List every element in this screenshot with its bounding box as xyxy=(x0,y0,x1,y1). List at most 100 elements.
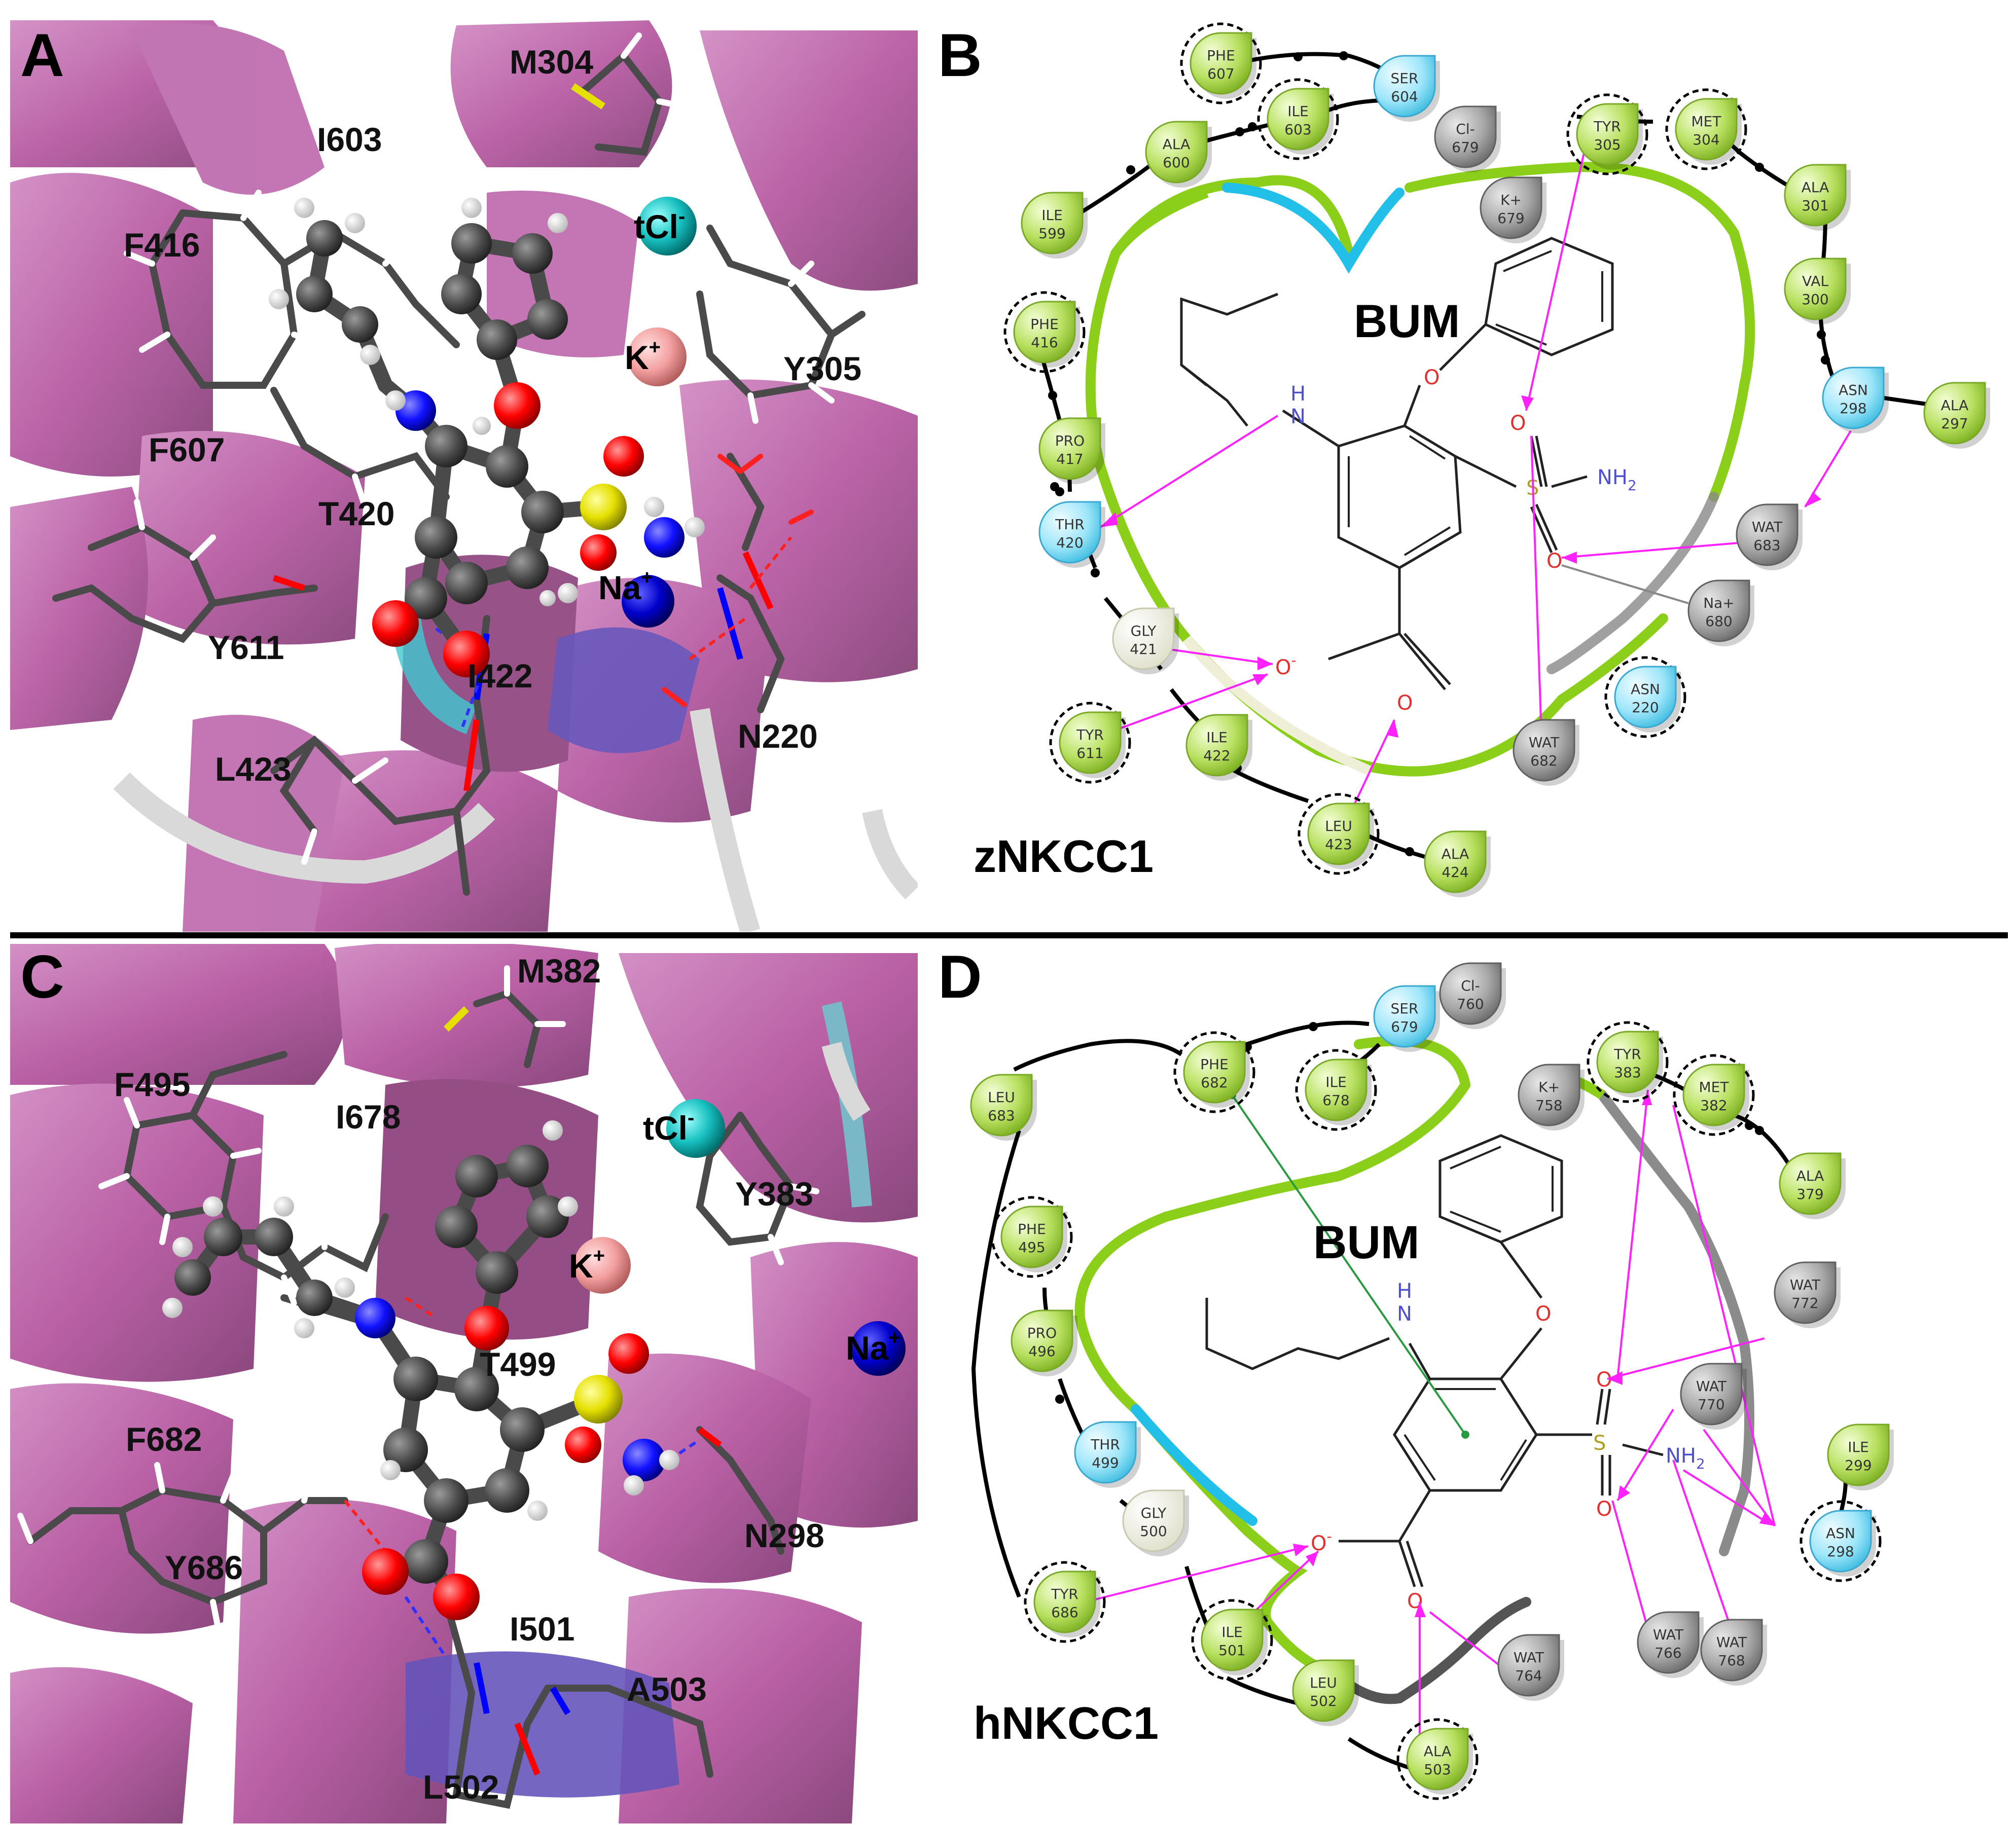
residue-node-k758: K+758 xyxy=(1518,1064,1585,1130)
label-t420: T420 xyxy=(318,495,394,532)
residue-code: TYR xyxy=(1593,118,1621,135)
label-l502: L502 xyxy=(423,1768,499,1806)
residue-node-cl760: Cl-760 xyxy=(1439,962,1506,1029)
residue-code: WAT xyxy=(1529,734,1560,751)
residue-number: 680 xyxy=(1705,613,1732,630)
atom-o-minus: O- xyxy=(1275,652,1297,679)
residue-number: 501 xyxy=(1218,1642,1245,1659)
coil-loop xyxy=(690,708,761,932)
residue-number: 298 xyxy=(1840,400,1866,417)
residue-number: 772 xyxy=(1791,1295,1818,1311)
label-n220: N220 xyxy=(738,717,818,755)
panel-c-letter: C xyxy=(20,943,64,1011)
residue-number: 220 xyxy=(1632,699,1659,716)
sidechain-sticks xyxy=(52,50,866,896)
residue-number: 417 xyxy=(1056,451,1083,467)
label-a503: A503 xyxy=(627,1670,707,1708)
label-i422: I422 xyxy=(467,657,532,695)
label-y611: Y611 xyxy=(208,629,284,666)
residue-code: LEU xyxy=(1310,1674,1337,1691)
ligand-2d-inner-bonds xyxy=(1403,1146,1554,1481)
pocket-outline-seg xyxy=(1111,188,1209,257)
residue-number: 683 xyxy=(1753,537,1780,554)
atom-n: N xyxy=(1397,1302,1412,1326)
residue-number: 679 xyxy=(1497,210,1524,227)
panel-d-diagram: D xyxy=(938,943,1848,1771)
pocket-outline-gray xyxy=(1597,1090,1754,1556)
residue-number: 297 xyxy=(1941,415,1968,432)
sodium-label: Na+ xyxy=(598,566,653,606)
protein-name: hNKCC1 xyxy=(974,1698,1159,1749)
residue-code: VAL xyxy=(1802,273,1829,289)
residue-number: 383 xyxy=(1614,1064,1641,1081)
pocket-outline-gray xyxy=(1328,1597,1531,1704)
residue-code: ALA xyxy=(1424,1743,1452,1760)
residue-code: Na+ xyxy=(1703,595,1735,611)
residue-code: ILE xyxy=(1221,1624,1243,1640)
residue-number: 686 xyxy=(1051,1604,1078,1621)
residue-code: Cl- xyxy=(1456,121,1474,137)
residue-number: 683 xyxy=(988,1107,1015,1124)
pocket-exposed xyxy=(1222,182,1405,274)
potassium-label: K+ xyxy=(625,336,661,376)
residue-number: 611 xyxy=(1076,745,1103,761)
atom-n: N xyxy=(1290,405,1306,428)
panel-a-letter: A xyxy=(20,21,64,89)
residue-code: THR xyxy=(1055,516,1085,533)
residue-number: 420 xyxy=(1056,534,1083,551)
pocket-outline-pale xyxy=(1182,635,1371,776)
ligand-2d xyxy=(1180,237,1614,690)
label-t499: T499 xyxy=(480,1345,556,1383)
residue-number: 422 xyxy=(1203,747,1230,764)
residue-number: 299 xyxy=(1845,1457,1871,1474)
residue-code: GLY xyxy=(1141,1505,1167,1521)
label-f416: F416 xyxy=(124,226,200,264)
residue-number: 301 xyxy=(1802,197,1828,214)
salt-bridge xyxy=(1561,564,1689,604)
atom-o-minus: O- xyxy=(1311,1528,1332,1555)
residue-number: 607 xyxy=(1207,65,1234,82)
residue-node-na680: Na+ 680 xyxy=(1687,579,1754,646)
ligand-2d xyxy=(1205,1134,1664,1587)
residue-code: THR xyxy=(1090,1436,1120,1453)
residue-code: PHE xyxy=(1207,47,1235,64)
residue-code: WAT xyxy=(1752,519,1783,535)
residue-code: TYR xyxy=(1613,1046,1641,1063)
water-molecules xyxy=(662,454,814,707)
residue-code: ALA xyxy=(1941,397,1969,414)
ligand-name: BUM xyxy=(1354,296,1460,347)
residue-code: ASN xyxy=(1631,681,1660,698)
atom-o-s1: O xyxy=(1596,1368,1612,1392)
label-m382: M382 xyxy=(517,952,601,990)
potassium-label: K+ xyxy=(569,1245,605,1285)
residue-number: 499 xyxy=(1092,1454,1119,1471)
residue-number: 679 xyxy=(1452,139,1479,156)
ligand-atoms xyxy=(162,1120,679,1620)
pocket-outline xyxy=(1074,1036,1471,1678)
residue-number: 678 xyxy=(1322,1092,1349,1109)
label-y305: Y305 xyxy=(783,350,861,387)
atom-o-ether: O xyxy=(1424,366,1439,389)
panel-b-letter: B xyxy=(938,21,982,89)
pocket-outline-seg xyxy=(1405,162,1755,502)
residue-code: ALA xyxy=(1163,136,1191,153)
pocket-outline-gray xyxy=(1546,492,1719,674)
residue-number: 768 xyxy=(1718,1652,1745,1669)
